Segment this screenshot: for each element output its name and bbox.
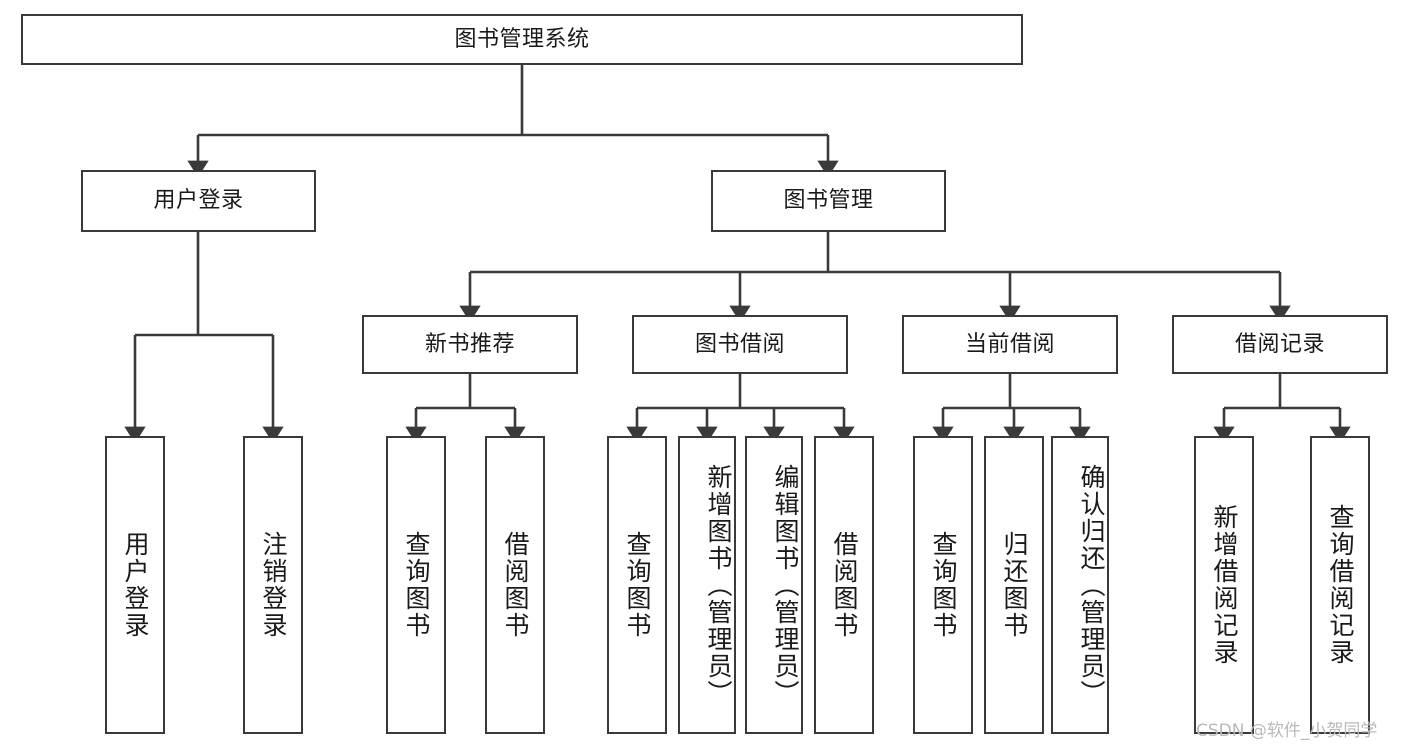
node-book-manage[interactable]: 图书管理 (711, 170, 946, 232)
node-leaf-add-record[interactable]: 新增借阅记录 (1194, 436, 1254, 734)
node-leaf-edit-book[interactable]: 编辑图书（管理员） (745, 436, 803, 734)
node-root[interactable]: 图书管理系统 (21, 14, 1023, 65)
node-leaf-query-book-1[interactable]: 查询图书 (386, 436, 446, 734)
node-leaf-query-book-3[interactable]: 查询图书 (913, 436, 973, 734)
tree-connectors (124, 65, 1351, 444)
node-leaf-return-book[interactable]: 归还图书 (984, 436, 1044, 734)
node-book-borrow[interactable]: 图书借阅 (632, 315, 848, 374)
node-leaf-query-record[interactable]: 查询借阅记录 (1310, 436, 1370, 734)
node-leaf-borrow-book-2[interactable]: 借阅图书 (814, 436, 874, 734)
node-new-book-rec[interactable]: 新书推荐 (362, 315, 578, 374)
node-leaf-user-login[interactable]: 用户登录 (105, 436, 165, 734)
node-current-borrow[interactable]: 当前借阅 (902, 315, 1118, 374)
node-leaf-logout[interactable]: 注销登录 (243, 436, 303, 734)
node-leaf-query-book-2[interactable]: 查询图书 (607, 436, 667, 734)
node-leaf-confirm-return[interactable]: 确认归还（管理员） (1051, 436, 1109, 734)
node-borrow-record[interactable]: 借阅记录 (1172, 315, 1388, 374)
node-leaf-add-book[interactable]: 新增图书（管理员） (678, 436, 736, 734)
node-user-login[interactable]: 用户登录 (81, 170, 316, 232)
node-leaf-borrow-book-1[interactable]: 借阅图书 (485, 436, 545, 734)
